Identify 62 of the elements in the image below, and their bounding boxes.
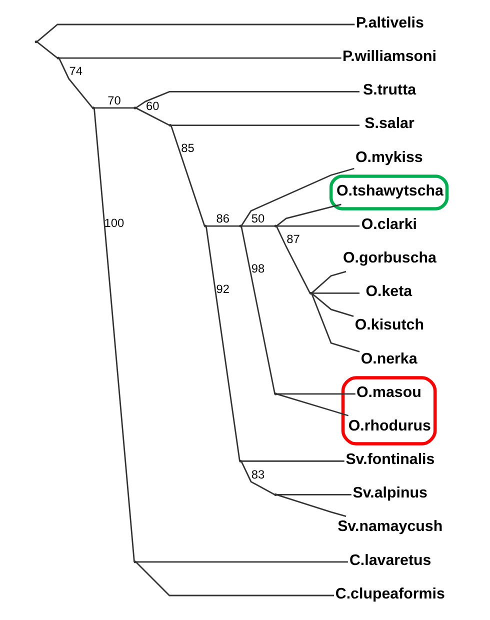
node-text: O.masou [356, 384, 421, 401]
connector [36, 24, 354, 42]
connector [134, 90, 359, 109]
node-text: O.nerka [360, 350, 417, 368]
connector [170, 124, 359, 126]
connector [310, 270, 346, 294]
node-point [34, 40, 37, 44]
connector [58, 58, 93, 108]
node-text: P.altivelis [355, 14, 424, 32]
cluster [340, 376, 436, 446]
connector [206, 225, 240, 227]
connector [36, 41, 58, 59]
connector [276, 494, 346, 517]
connector [310, 292, 360, 352]
node-text: O.gorbuscha [342, 250, 436, 267]
node-text: S.trutta [362, 82, 416, 99]
node-text: O.kisutch [354, 316, 424, 334]
connector [58, 57, 341, 59]
connector [275, 226, 310, 294]
connector [310, 292, 354, 317]
node-text: Sv.fontinalis [345, 451, 434, 468]
node-text: S.salar [364, 115, 414, 132]
node-text: O.rhodurus [348, 417, 430, 434]
node-text: O.tshawytscha [336, 182, 443, 200]
node-text: O.mykiss [354, 148, 422, 166]
node-text: C.lavaretus [348, 552, 431, 569]
connector [240, 225, 274, 227]
edge-label: 70 [107, 93, 120, 108]
connector [276, 393, 355, 395]
node-point [168, 124, 172, 127]
connector [276, 393, 348, 416]
edge-label: 100 [104, 216, 124, 230]
edge-label: 86 [216, 212, 230, 226]
connector [135, 107, 170, 126]
node-text: P.williamsoni [342, 48, 436, 66]
edge-label: 74 [68, 64, 82, 78]
connector [134, 561, 334, 596]
node-point [238, 224, 242, 228]
connector [311, 292, 359, 294]
connector [135, 561, 348, 563]
edge-label: 98 [250, 261, 264, 276]
edge-label: 85 [180, 141, 194, 156]
edge-label: 60 [146, 98, 159, 113]
cluster [328, 174, 448, 210]
node-text: O.clarki [360, 216, 417, 233]
edge-label: 87 [286, 232, 300, 246]
node-text: O.keta [365, 283, 412, 300]
edge-label: 83 [250, 467, 264, 482]
connector [240, 460, 275, 496]
connector [276, 494, 351, 496]
connector [276, 225, 360, 227]
connector [94, 107, 134, 109]
connector [240, 460, 344, 462]
node-text: C.clupeaformis [334, 585, 444, 602]
node-text: Sv.namaycush [337, 518, 442, 536]
node-point [56, 56, 60, 60]
connector [170, 125, 205, 226]
edge-label: 92 [216, 282, 230, 296]
node-point [274, 493, 276, 496]
connector [275, 204, 341, 227]
edge-label: 50 [250, 212, 264, 226]
node-text: Sv.alpinus [352, 484, 427, 502]
